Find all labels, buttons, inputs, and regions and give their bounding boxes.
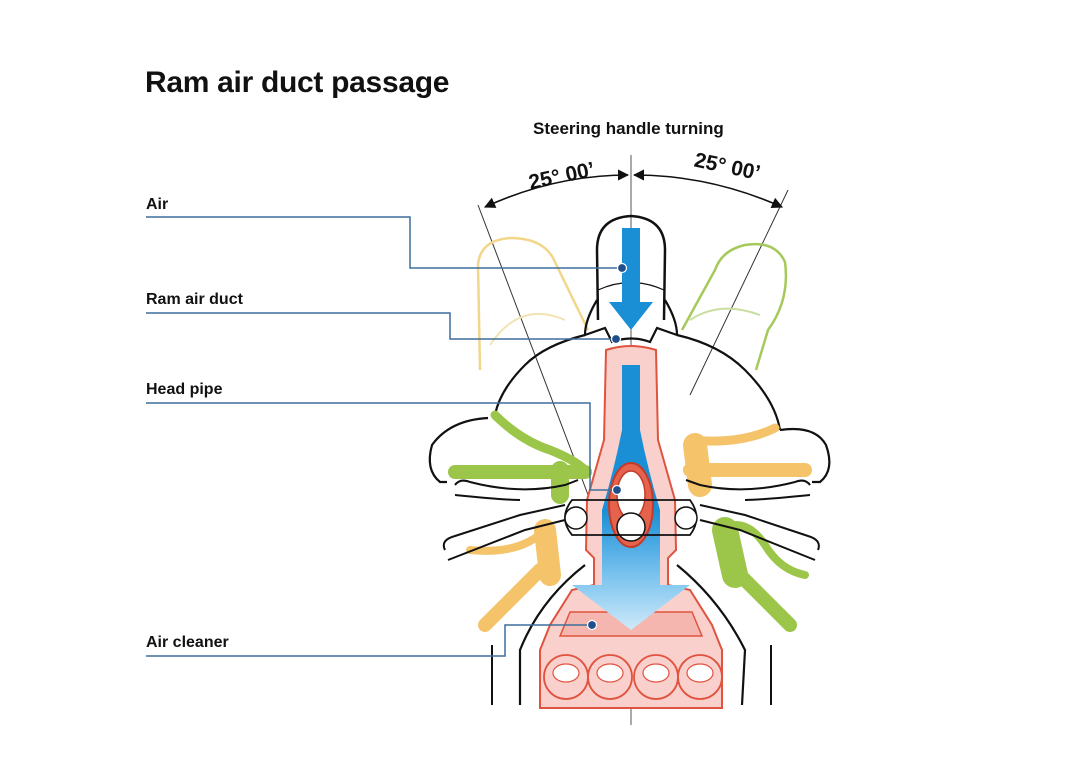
callout-dot-air	[616, 262, 628, 274]
right-angle-label: 25° 00’	[692, 149, 762, 185]
callout-line-air-cleaner	[146, 624, 592, 657]
headlight-nose-outline	[595, 214, 667, 321]
right-turned-cowl-outline	[680, 242, 788, 371]
callout-label-head-pipe: Head pipe	[146, 381, 223, 398]
top-triple-clamp	[564, 499, 698, 536]
frame-rail-right	[676, 564, 747, 706]
right-angle-arc	[632, 169, 784, 209]
callout-label-air: Air	[146, 196, 169, 213]
callout-dot-ram-air-duct	[610, 333, 622, 345]
right-lever-green	[712, 517, 809, 632]
right-upper-lever-outline	[685, 479, 811, 491]
right-turn-axis-line	[689, 189, 789, 396]
callout-label-air-cleaner: Air cleaner	[146, 634, 229, 651]
right-lever-yellow	[683, 423, 812, 497]
callout-line-head-pipe	[146, 402, 617, 491]
fairing-left-outline	[493, 333, 586, 416]
steering-turning-label: Steering handle turning	[533, 119, 724, 138]
left-upper-lever-outline	[454, 479, 579, 491]
diagram-title: Ram air duct passage	[145, 66, 450, 99]
left-lower-lever-outline	[442, 504, 566, 551]
intake-funnels	[543, 654, 723, 700]
left-turn-axis-line	[477, 204, 591, 501]
callout-dot-head-pipe	[611, 484, 623, 496]
callout-label-ram-air-duct: Ram air duct	[146, 291, 243, 308]
callout-line-ram-air-duct	[146, 312, 616, 340]
left-angle-label: 25° 00’	[527, 158, 597, 194]
air-inflow-arrow	[609, 228, 653, 330]
left-lever-green	[448, 410, 592, 504]
callout-dot-air-cleaner	[586, 619, 598, 631]
left-angle-arc	[483, 169, 630, 208]
right-lower-lever-outline	[699, 504, 820, 551]
left-lever-yellow	[466, 519, 561, 632]
callout-line-air	[146, 216, 622, 269]
left-turned-cowl-outline	[476, 236, 590, 371]
fairing-right-outline	[676, 333, 782, 431]
frame-rail-left	[518, 564, 586, 705]
